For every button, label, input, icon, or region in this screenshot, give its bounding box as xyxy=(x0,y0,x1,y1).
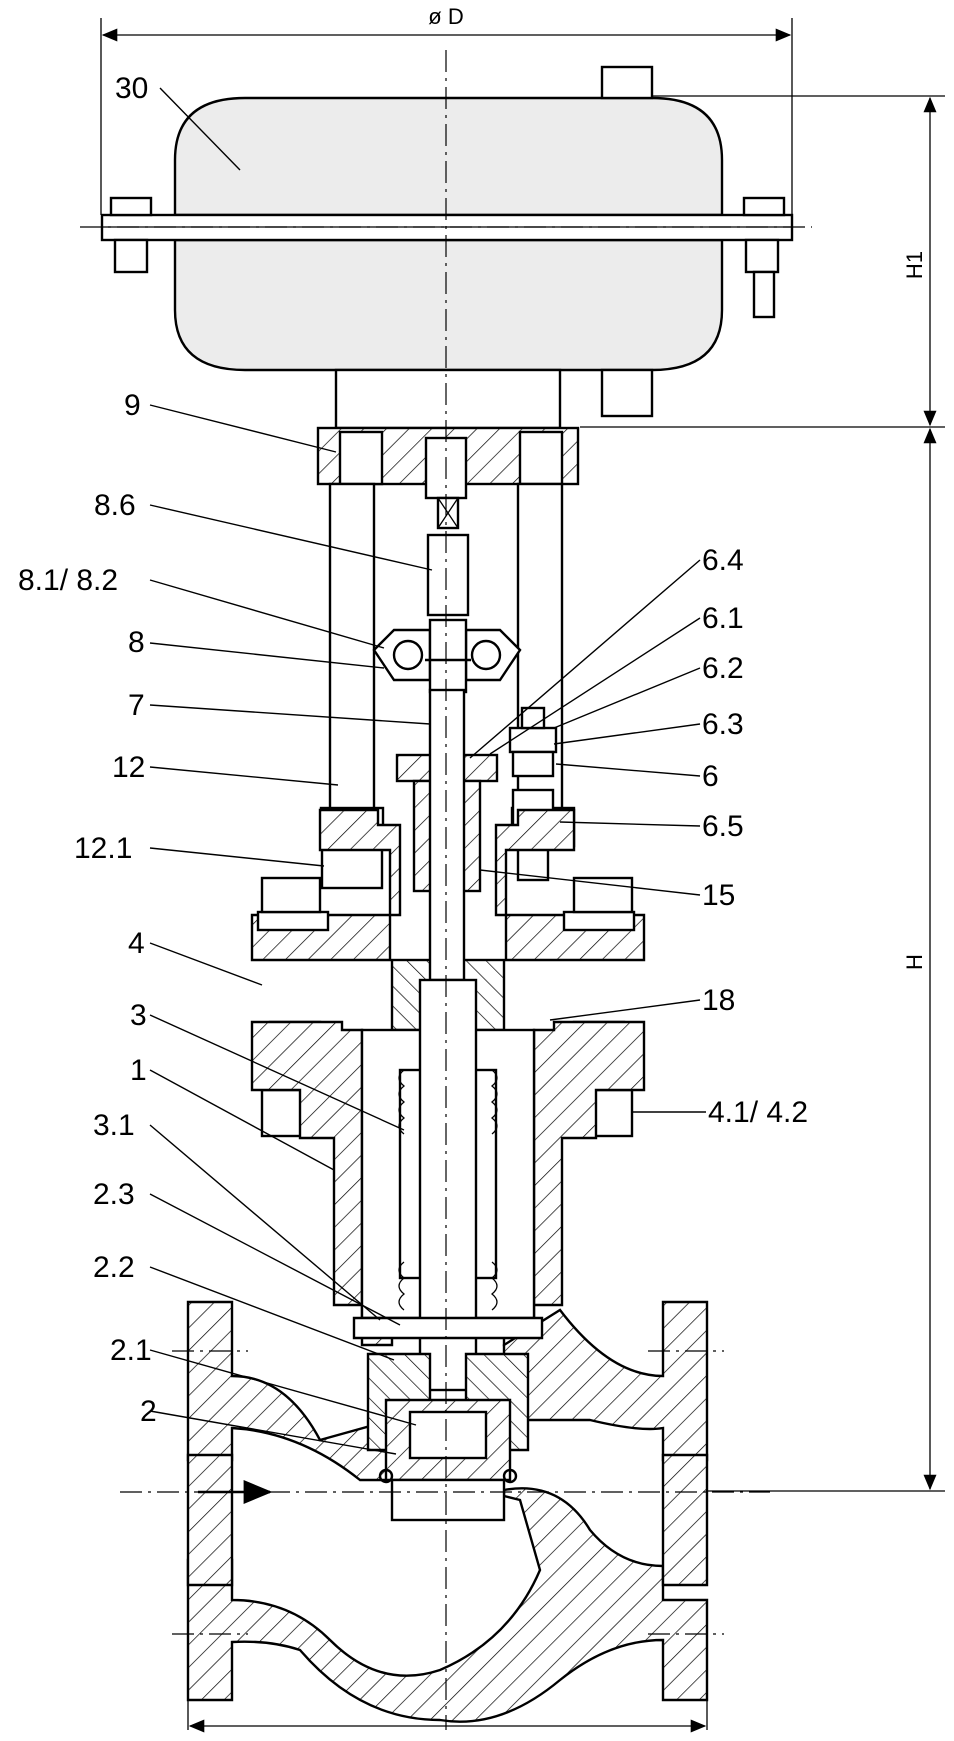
callout-30: 30 xyxy=(115,72,148,105)
callout-7: 7 xyxy=(128,689,145,722)
valve-body-section xyxy=(186,688,709,1723)
callout-2-1: 2.1 xyxy=(110,1334,152,1367)
callout-6-3: 6.3 xyxy=(702,708,744,741)
callout-3: 3 xyxy=(130,999,147,1032)
callout-1: 1 xyxy=(130,1054,147,1087)
leader-lines xyxy=(149,87,706,1455)
callout-6-4: 6.4 xyxy=(702,544,744,577)
dimension-h-label: H xyxy=(902,954,927,970)
callout-4: 4 xyxy=(128,927,145,960)
center-lines xyxy=(80,50,812,1730)
callout-8: 8 xyxy=(128,626,145,659)
dimension-diameter-label: ø D xyxy=(428,4,463,29)
diaphragm-actuator xyxy=(100,65,794,430)
callout-9: 9 xyxy=(124,389,141,422)
callout-2-3: 2.3 xyxy=(93,1178,135,1211)
callout-8-1-8-2: 8.1/ 8.2 xyxy=(18,564,118,597)
stem-coupling xyxy=(372,496,522,694)
callout-8-6: 8.6 xyxy=(94,489,136,522)
callout-18: 18 xyxy=(702,984,735,1017)
callout-labels: 30 9 8.6 8.1/ 8.2 8 7 12 12.1 4 3 1 3.1 … xyxy=(18,72,808,1428)
dimension-h1-label: H1 xyxy=(902,251,927,279)
callout-4-1-4-2: 4.1/ 4.2 xyxy=(708,1096,808,1129)
callout-6-5: 6.5 xyxy=(702,810,744,843)
callout-6-2: 6.2 xyxy=(702,652,744,685)
callout-3-1: 3.1 xyxy=(93,1109,135,1142)
callout-2-2: 2.2 xyxy=(93,1251,135,1284)
dimension-heights xyxy=(580,95,945,1492)
callout-6: 6 xyxy=(702,760,719,793)
callout-12: 12 xyxy=(112,751,145,784)
callout-12-1: 12.1 xyxy=(74,832,132,865)
callout-2: 2 xyxy=(140,1395,157,1428)
dimension-diameter xyxy=(100,18,793,215)
callout-15: 15 xyxy=(702,879,735,912)
callout-6-1: 6.1 xyxy=(702,602,744,635)
